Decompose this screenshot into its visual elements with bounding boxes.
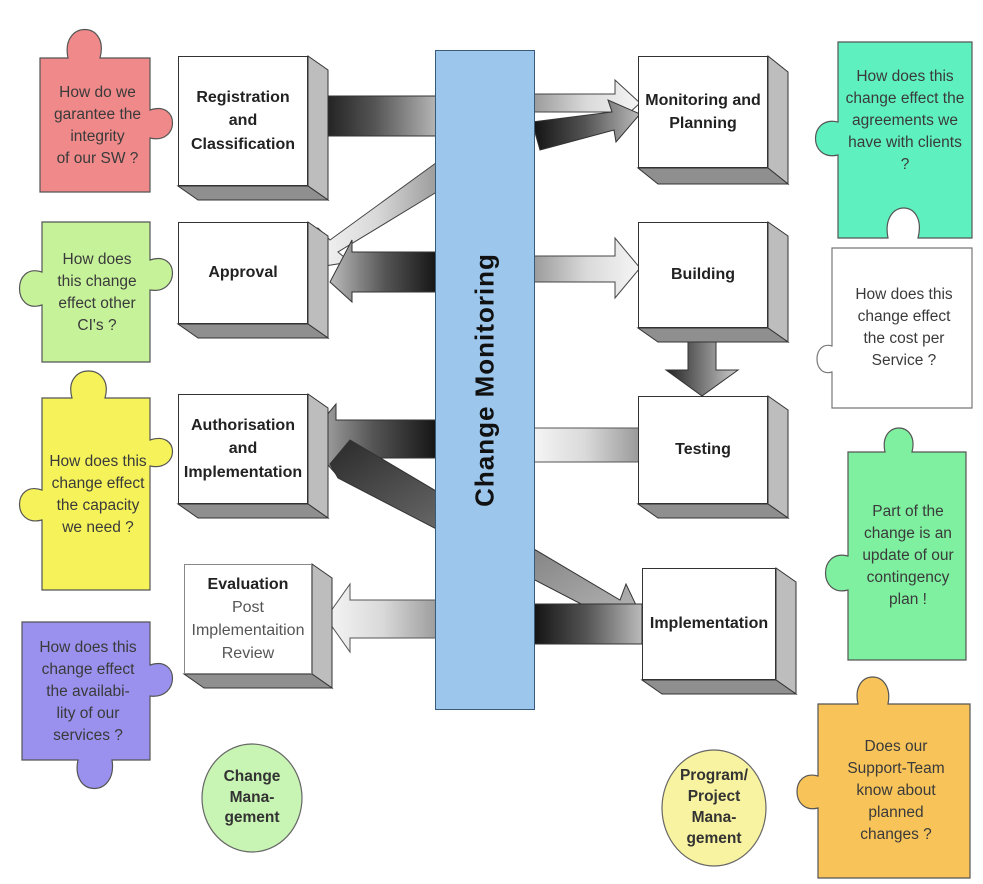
arrow-diagonal-registration-to-monitoring — [531, 99, 641, 151]
authorisation-line-1: Authorisation — [190, 417, 295, 435]
monitoring-line-1: Monitoring and — [645, 91, 761, 109]
arrow-monitor-to-evaluation — [325, 582, 441, 654]
change-monitoring-bar — [435, 50, 535, 710]
approval-box-face: Approval — [178, 222, 308, 324]
evaluation-line-1: Evaluation — [207, 575, 289, 593]
arrow-registration-to-monitor — [309, 95, 441, 137]
registration-line-2: and — [228, 112, 258, 130]
evaluation-line-2: Post — [231, 598, 264, 616]
testing-label: Testing — [675, 441, 731, 459]
puzzle-cost-shape — [816, 247, 973, 409]
registration-line-1: Registration — [196, 89, 290, 107]
evaluation-line-4: Review — [221, 645, 275, 663]
authorisation-line-3: Implementation — [183, 463, 303, 481]
arrow-implementation-to-monitor — [531, 603, 643, 645]
evaluation-line-3: Implementaition — [191, 622, 305, 639]
monitoring-line-2: Planning — [669, 115, 737, 132]
testing-box-face: Testing — [638, 396, 768, 504]
arrow-to-building — [531, 236, 641, 300]
arrow-monitor-to-approval — [329, 239, 441, 304]
puzzle-integrity-shape — [39, 28, 173, 193]
puzzle-contingency-shape — [825, 427, 967, 661]
change-monitoring-label: Change Monitoring — [469, 253, 500, 507]
puzzle-other-cis-shape — [19, 221, 173, 363]
implementation-box-face: Implementation — [642, 568, 776, 680]
arrow-testing-to-monitor — [531, 427, 641, 463]
registration-line-3: Classification — [190, 135, 296, 153]
puzzle-support-team-shape — [796, 676, 971, 879]
authorisation-line-2: and — [228, 440, 258, 458]
puzzle-availability-shape — [21, 621, 173, 790]
building-label: Building — [671, 266, 735, 284]
puzzle-capacity-shape — [19, 370, 173, 591]
arrow-building-to-testing — [664, 329, 740, 397]
implementation-label: Implementation — [649, 615, 769, 633]
puzzle-agreements-shape — [815, 41, 973, 239]
approval-label: Approval — [208, 264, 278, 282]
building-box-face: Building — [638, 222, 768, 328]
